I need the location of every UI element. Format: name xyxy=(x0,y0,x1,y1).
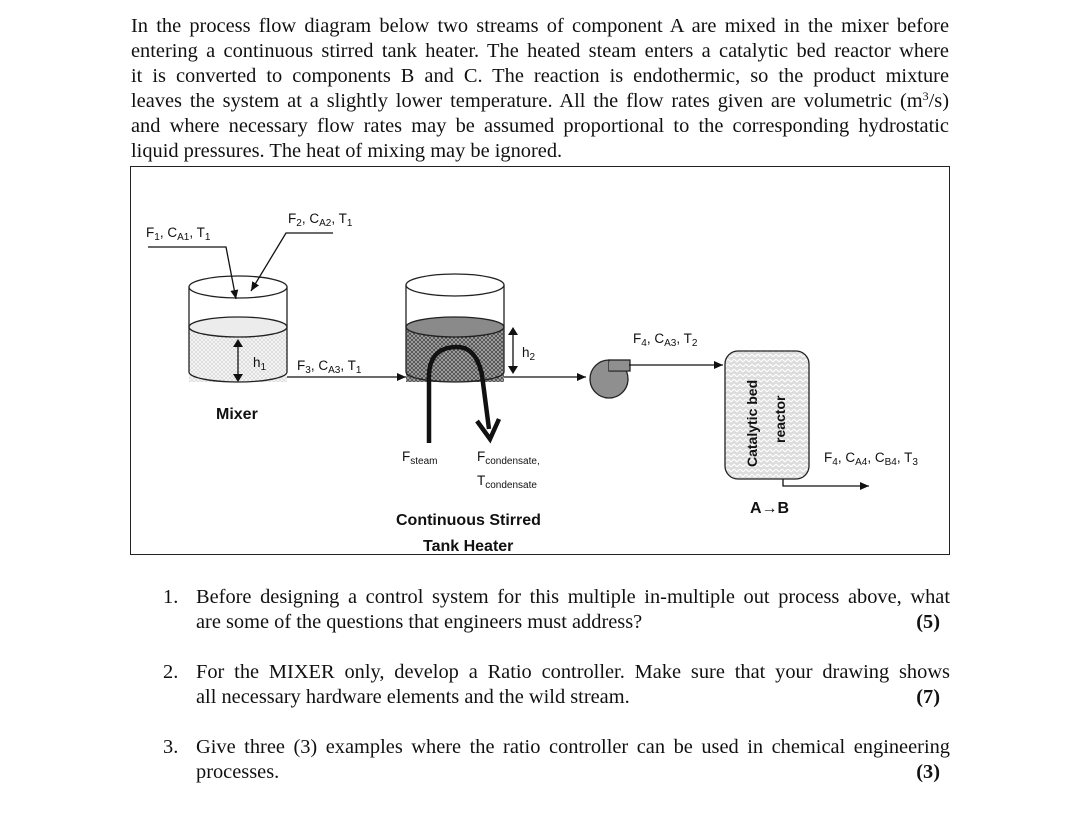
intro-line: leaves the system at a slightly lower te… xyxy=(131,89,949,114)
question-marks: (3) xyxy=(916,761,940,783)
intro-line: In the process flow diagram below two st… xyxy=(131,15,949,37)
pump xyxy=(589,359,631,399)
steam-coil xyxy=(426,344,492,443)
heater-tank xyxy=(405,273,505,383)
stream-4-label: F4, CA3, T2 xyxy=(633,331,698,349)
question-text-line: For the MIXER only, develop a Ratio cont… xyxy=(196,661,950,683)
heater-label-line2: Tank Heater xyxy=(423,538,513,553)
reactor-label-line1: Catalytic bed xyxy=(744,380,760,467)
units-superscript: 3 xyxy=(922,89,929,103)
heater-label-line1: Continuous Stirred xyxy=(396,512,541,529)
stream-3-label: F3, CA3, T1 xyxy=(297,358,362,376)
condensate-flow-label: Fcondensate, xyxy=(477,449,540,467)
stream-1-line xyxy=(148,246,239,300)
question-list: 1. Before designing a control system for… xyxy=(163,585,950,810)
question-text-line: are some of the questions that engineers… xyxy=(196,611,643,633)
diagram-canvas: h1 Mixer F1, CA1, T1 F2, CA2, T1 F3, CA3… xyxy=(146,211,918,553)
question-3: 3. Give three (3) examples where the rat… xyxy=(163,735,950,785)
question-text-line: processes. xyxy=(196,761,280,783)
question-marks: (7) xyxy=(916,686,940,708)
stream-2-label: F2, CA2, T1 xyxy=(288,211,353,229)
intro-line: liquid pressures. The heat of mixing may… xyxy=(131,140,563,162)
h1-label: h1 xyxy=(253,355,267,373)
product-stream-line xyxy=(782,479,869,490)
reaction-label: A→B xyxy=(750,500,789,517)
intro-line-text: leaves the system at a slightly lower te… xyxy=(131,90,923,112)
process-flow-diagram: h1 Mixer F1, CA1, T1 F2, CA2, T1 F3, CA3… xyxy=(130,166,950,555)
condensate-temp-label: Tcondensate xyxy=(477,473,537,491)
question-number: 2. xyxy=(163,661,179,683)
question-number: 1. xyxy=(163,586,179,608)
steam-label: Fsteam xyxy=(402,449,437,467)
intro-line: it is converted to components B and C. T… xyxy=(131,65,949,87)
condensate-arrowhead xyxy=(475,418,502,444)
question-text-line: Give three (3) examples where the ratio … xyxy=(196,736,950,758)
catalytic-bed-reactor xyxy=(724,350,810,480)
h2-label: h2 xyxy=(522,345,536,363)
question-text-line: all necessary hardware elements and the … xyxy=(196,686,630,708)
intro-paragraph: In the process flow diagram below two st… xyxy=(131,14,949,164)
question-marks: (5) xyxy=(916,611,940,633)
question-1: 1. Before designing a control system for… xyxy=(163,585,950,635)
intro-line: entering a continuous stirred tank heate… xyxy=(131,40,949,62)
stream-1-label: F1, CA1, T1 xyxy=(146,225,211,243)
reactor-label-line2: reactor xyxy=(772,395,788,443)
intro-line: and where necessary flow rates may be as… xyxy=(131,115,949,137)
mixer-label: Mixer xyxy=(216,406,258,423)
product-stream-label: F4, CA4, CB4, T3 xyxy=(824,450,918,468)
question-2: 2. For the MIXER only, develop a Ratio c… xyxy=(163,660,950,710)
question-number: 3. xyxy=(163,736,179,758)
question-text-line: Before designing a control system for th… xyxy=(196,586,950,608)
stream-2-line xyxy=(250,232,333,292)
units-tail: /s) xyxy=(928,90,949,112)
